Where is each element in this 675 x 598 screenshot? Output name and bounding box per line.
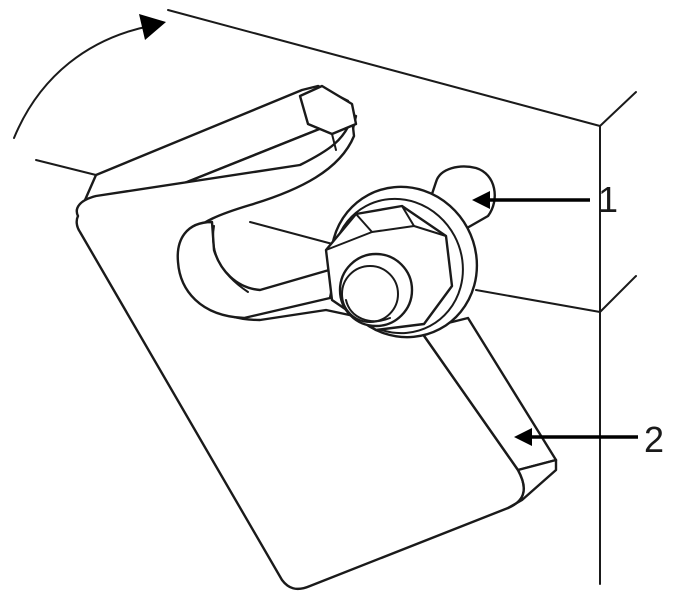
l-bracket-plate [75, 84, 558, 591]
callout-1-label: 1 [598, 179, 618, 220]
wall-frame [35, 9, 637, 585]
callout-1: 1 [472, 179, 618, 220]
callout-2: 2 [514, 419, 664, 460]
callout-2-label: 2 [644, 419, 664, 460]
bolt-assembly [324, 165, 496, 339]
rotation-arrow [13, 14, 166, 139]
